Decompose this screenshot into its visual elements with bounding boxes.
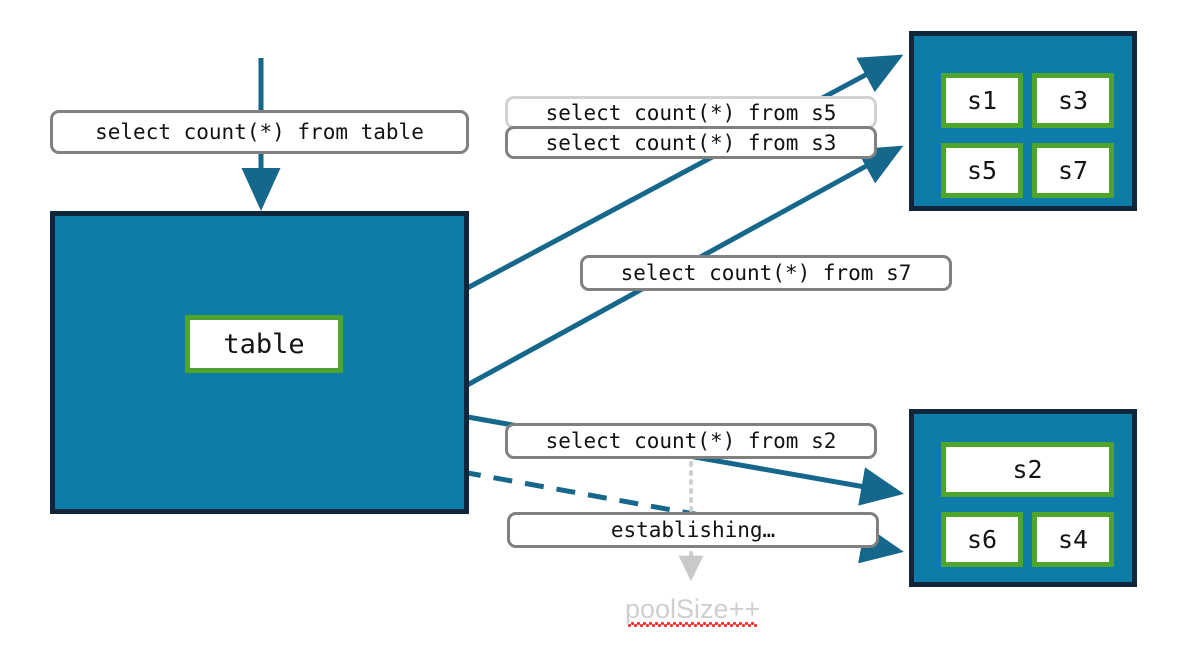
annotation-poolsize: poolSize++ xyxy=(625,594,761,627)
annotation-poolsize-text: poolSize++ xyxy=(625,594,761,624)
label-query-s3: select count(*) from s3 xyxy=(505,126,877,159)
chip-s5: s5 xyxy=(941,143,1023,198)
chip-s3: s3 xyxy=(1032,73,1114,128)
spellcheck-underline xyxy=(628,622,758,627)
chip-s2: s2 xyxy=(941,442,1114,497)
chip-s1: s1 xyxy=(941,73,1023,128)
label-entry-query: select count(*) from table xyxy=(50,110,469,154)
chip-s6: s6 xyxy=(941,512,1023,567)
chip-s7: s7 xyxy=(1032,143,1114,198)
table-block: table xyxy=(50,211,469,514)
pool-top: s1 s3 s5 s7 xyxy=(909,31,1137,211)
pool-bottom: s2 s6 s4 xyxy=(909,409,1137,587)
label-query-s2: select count(*) from s2 xyxy=(505,423,877,459)
chip-table: table xyxy=(185,315,343,373)
label-query-s7: select count(*) from s7 xyxy=(580,255,952,291)
label-status-establishing: establishing… xyxy=(507,512,879,548)
label-query-s5: select count(*) from s5 xyxy=(505,96,877,129)
chip-s4: s4 xyxy=(1032,512,1114,567)
